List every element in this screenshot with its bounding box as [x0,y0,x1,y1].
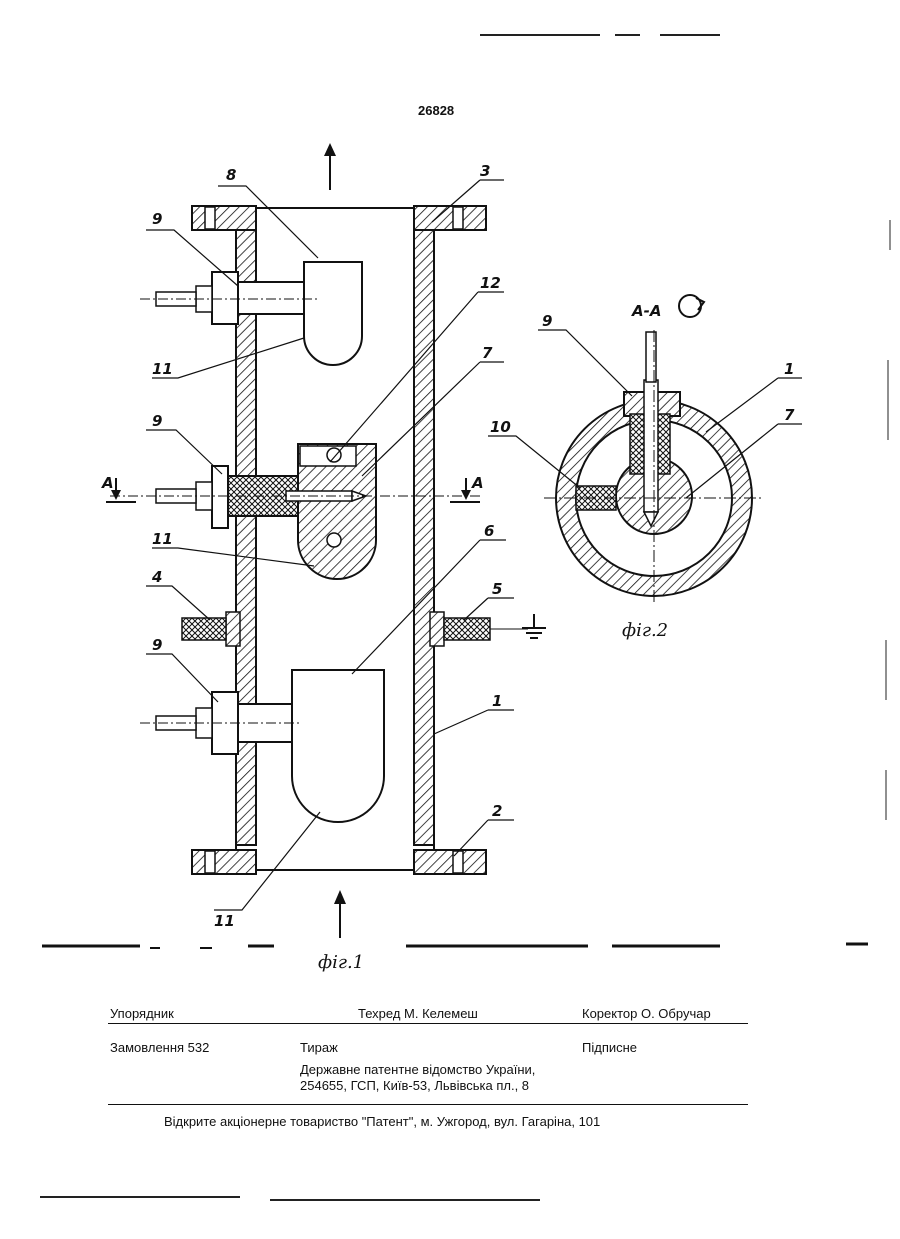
callout-fig1-6: 6 [484,522,494,540]
electrode-lower [140,670,384,822]
callout-fig1-1: 1 [492,692,502,710]
callout-fig1-9-bottom: 9 [152,636,162,654]
separator-dashed [42,944,868,948]
ground-symbol-icon [522,614,546,638]
callout-fig1-3: 3 [480,162,490,180]
callout-fig1-2: 2 [492,802,502,820]
flow-arrow-bottom-icon [334,890,346,938]
footer-top-rule [108,1023,748,1024]
bottom-left-flange [192,850,256,874]
ground-terminal-left [182,618,226,640]
callout-fig1-8: 8 [226,166,236,184]
callout-fig1-11-top: 11 [152,360,173,378]
callout-fig1-7: 7 [482,344,493,362]
footer-bottom-rule [108,1104,748,1105]
section-label-left: А [101,474,114,492]
bottom-right-flange [414,850,486,874]
callout-fig1-11-middle: 11 [152,530,173,548]
callout-fig1-4: 4 [151,568,162,586]
footer-tech-editor: Техред М. Келемеш [358,1006,478,1021]
figure-1: 8 3 9 12 7 11 9 11 6 4 5 9 1 2 11 А А фі… [101,143,546,973]
footer-office-line1: Державне патентне відомство України, [300,1062,535,1077]
pipe-right-wall [414,230,434,845]
callout-fig1-9-middle: 9 [152,412,162,430]
footer-signed: Підписне [582,1040,637,1055]
figure-1-caption: фіг.1 [318,952,364,973]
callout-fig1-11-bottom: 11 [214,912,235,930]
callout-fig1-12: 12 [480,274,501,292]
footer-proofreader: Коректор О. Обручар [582,1006,711,1021]
callout-fig2-1: 1 [784,360,794,378]
callout-fig1-9-top: 9 [152,210,162,228]
callout-fig2-7: 7 [784,406,795,424]
figure-2-caption: фіг.2 [622,620,668,641]
footer-publisher: Відкрите акціонерне товариство "Патент",… [164,1114,600,1129]
footer-order: Замовлення 532 [110,1040,209,1055]
rotation-icon [679,295,704,317]
figure-2: 9 1 10 7 А-А фіг.2 [488,295,802,641]
footer-compiler: Упорядник [110,1006,174,1021]
ground-terminal-right [444,618,528,640]
callout-fig1-5: 5 [492,580,502,598]
top-right-flange [414,206,486,230]
flow-arrow-up-icon [324,143,336,190]
footer-circulation: Тираж [300,1040,338,1055]
top-left-flange [192,206,256,230]
section-label-right: А [471,474,484,492]
callout-fig2-9: 9 [542,312,552,330]
footer-office-line2: 254655, ГСП, Київ-53, Львівська пл., 8 [300,1078,529,1093]
section-title: А-А [631,302,661,320]
callout-fig2-10: 10 [490,418,511,436]
